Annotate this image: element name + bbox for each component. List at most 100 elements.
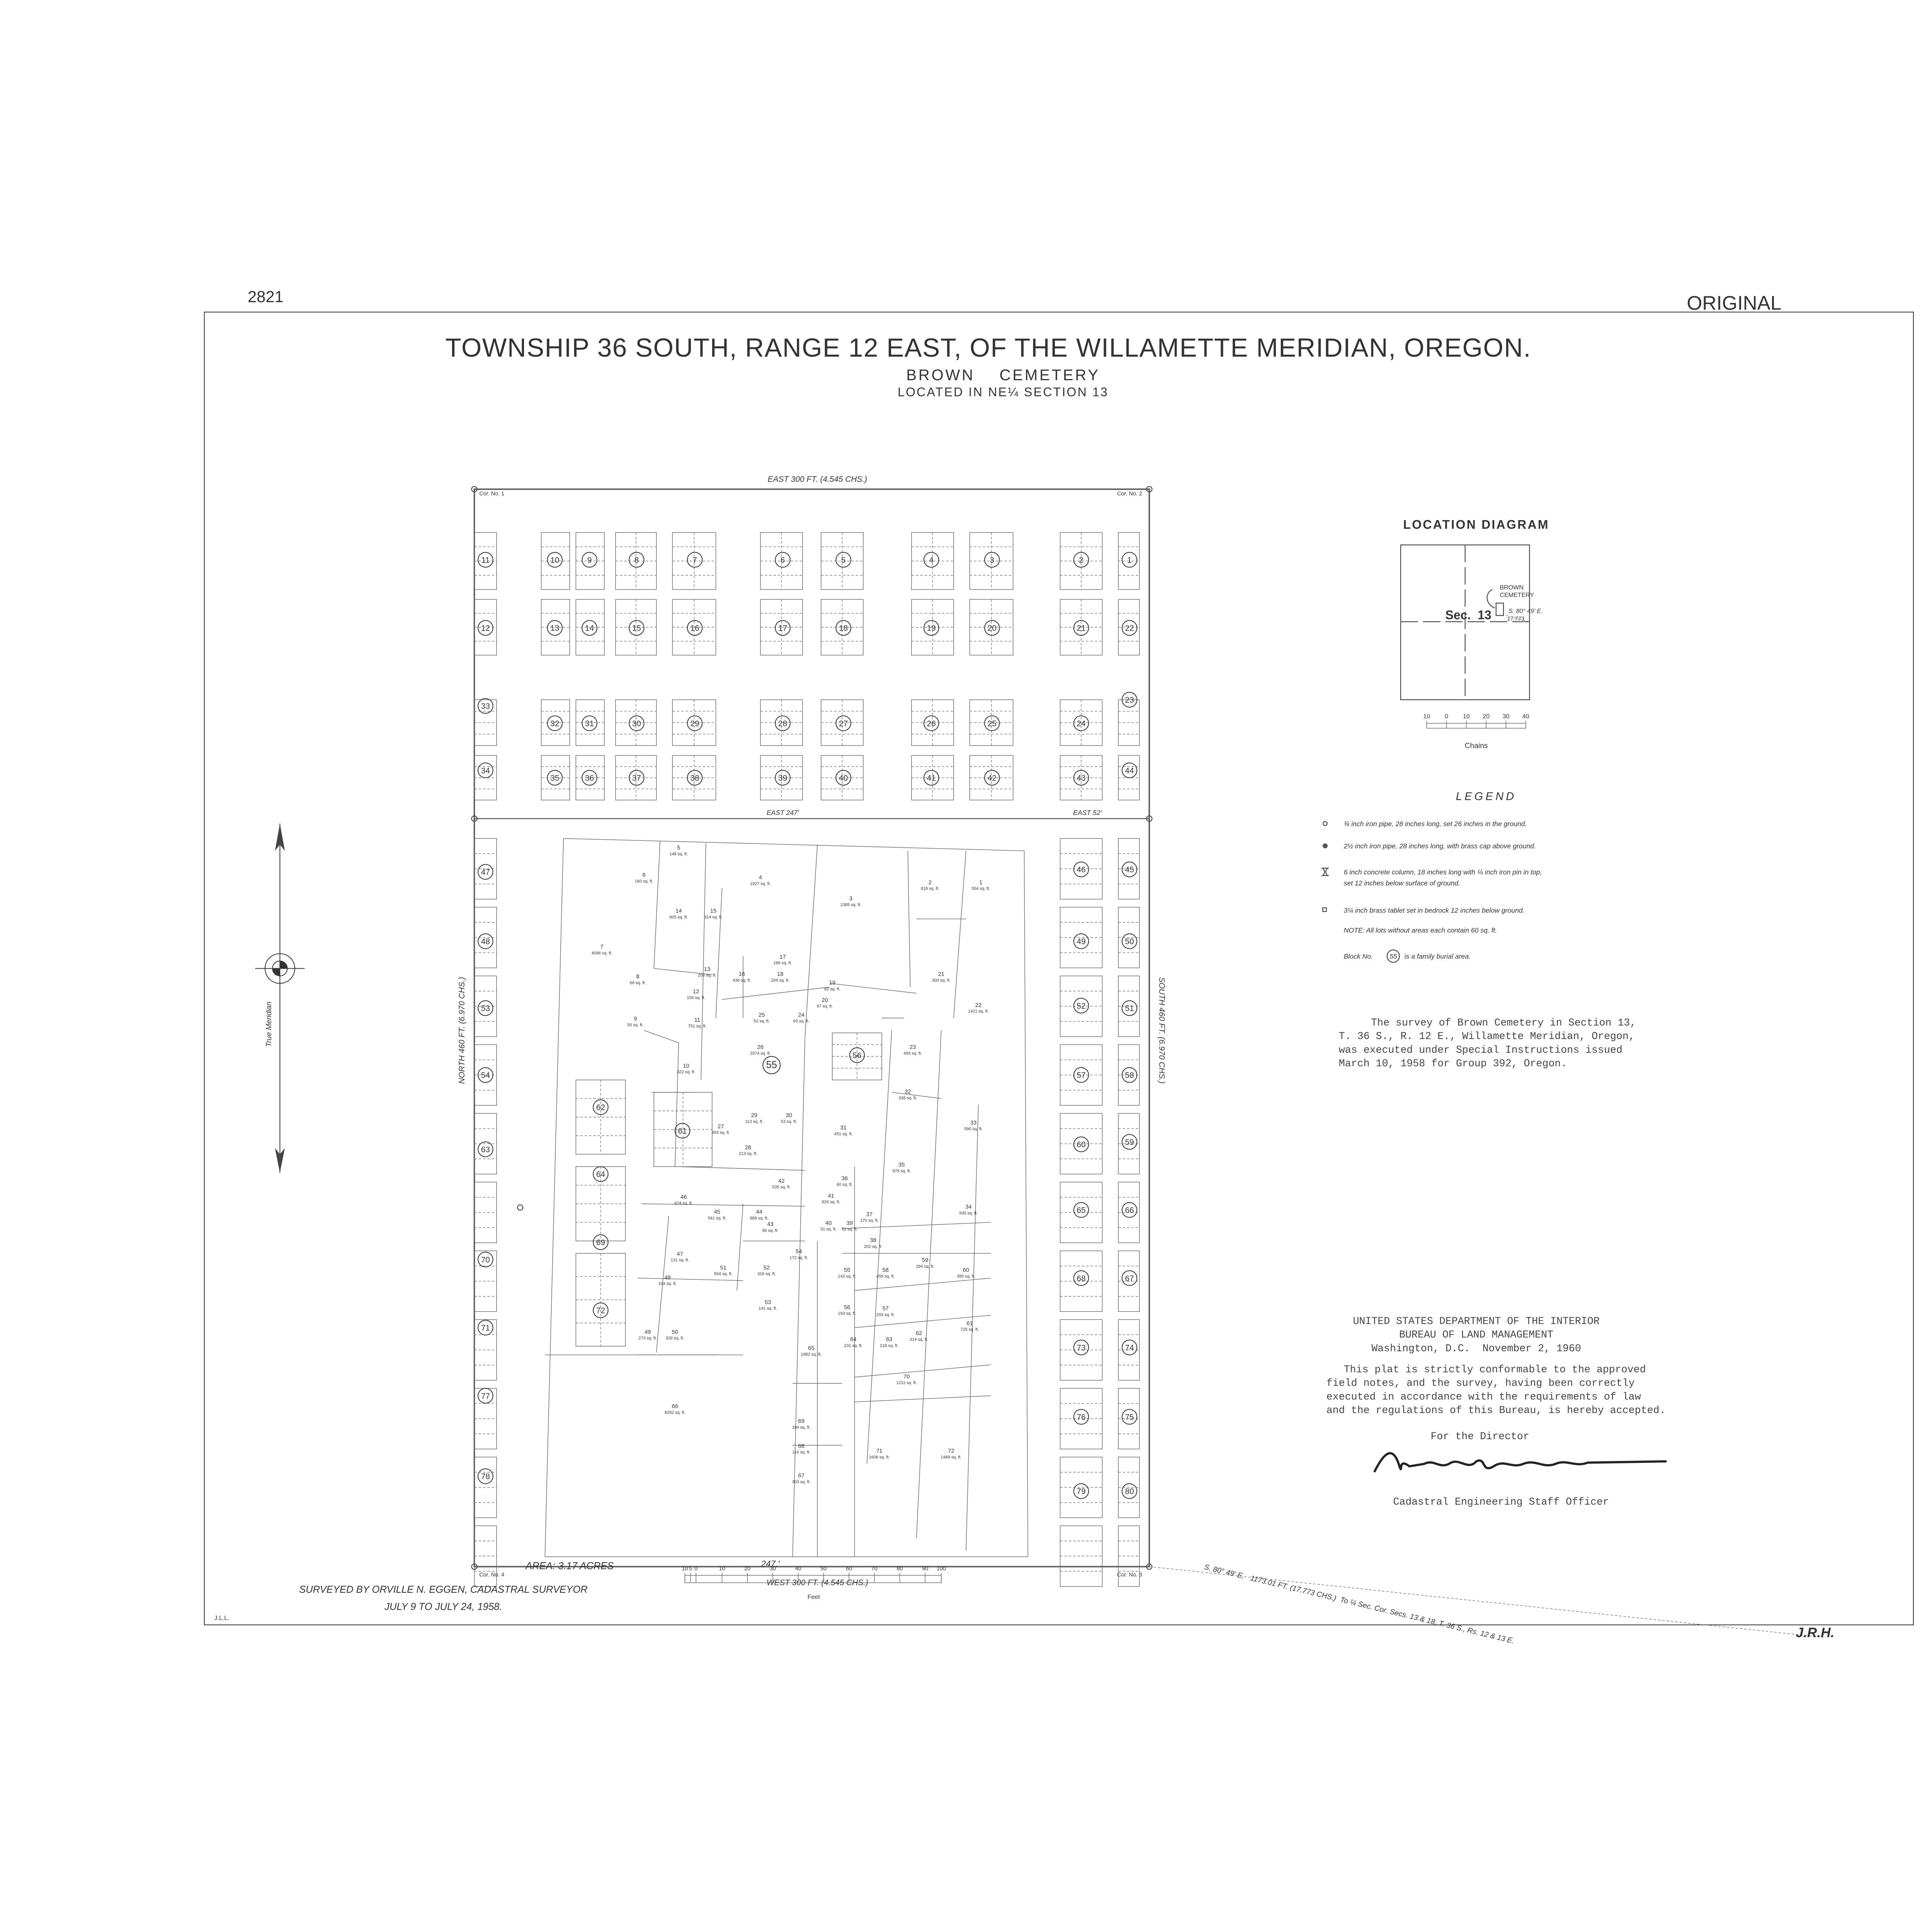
lot-number: 70: [903, 1374, 910, 1380]
block-19: 19: [923, 620, 939, 636]
block-number-circle: [1073, 1483, 1089, 1499]
block-70: 70: [478, 1252, 493, 1267]
lot-area: 322 sq. ft.: [677, 1070, 696, 1075]
approval-body-line: field notes, and the survey, having been…: [1327, 1378, 1635, 1389]
block-number: 44: [1125, 766, 1134, 775]
lot-area: 554 sq. ft.: [972, 886, 990, 891]
sheet-number: 2821: [248, 287, 284, 306]
block-number-circle: [674, 1122, 690, 1139]
lot-area: 143 sq. ft.: [838, 1274, 856, 1279]
lot-area: 2074 sq. ft.: [750, 1051, 771, 1056]
block-number: 47: [481, 868, 490, 877]
lot-area: 113 sq. ft.: [745, 1119, 763, 1124]
block-number-circle: [478, 1388, 493, 1404]
block-30: 30: [629, 715, 645, 731]
block-62: 62: [593, 1099, 609, 1115]
block-11: 11: [478, 552, 493, 568]
lot-area: 326 sq. ft.: [666, 1336, 684, 1341]
block-number: 68: [1077, 1274, 1085, 1283]
block-5: 5: [835, 552, 852, 568]
block-number-circle: [923, 770, 939, 786]
block-32: 32: [547, 715, 563, 731]
block-41: 41: [923, 770, 939, 786]
block-number: 28: [778, 719, 787, 728]
block-48: 48: [478, 933, 493, 949]
block-number: 35: [550, 774, 559, 783]
corner-monument-icon: [517, 1204, 524, 1211]
lot-number: 48: [664, 1275, 670, 1281]
lot-area: 905 sq. ft.: [670, 915, 688, 920]
for-director: For the Director: [1430, 1430, 1529, 1442]
block-44: 44: [1121, 762, 1138, 778]
lot-number: 24: [798, 1012, 804, 1018]
block-number: 4: [929, 556, 934, 565]
block-68: 68: [1073, 1270, 1089, 1286]
block-1: 1: [1121, 552, 1138, 568]
lot-number: 19: [829, 980, 835, 986]
block-number-circle: [593, 1099, 609, 1115]
block-54: 54: [478, 1067, 493, 1083]
brass-cap-icon: [1323, 843, 1328, 849]
block-number: 70: [481, 1255, 490, 1264]
lot-number: 11: [694, 1017, 700, 1023]
place-date: Washington, D.C. November 2, 1960: [1371, 1343, 1581, 1354]
lot-number: 53: [765, 1299, 771, 1306]
block-number: 36: [585, 774, 594, 783]
block-78: 78: [478, 1468, 493, 1484]
lot-area: 314 sq. ft.: [910, 1337, 928, 1342]
lot-number: 57: [882, 1306, 888, 1312]
lot-number: 2: [929, 879, 932, 886]
block-number-circle: [687, 620, 703, 636]
block-number-circle: [547, 715, 563, 731]
block-10: 10: [547, 552, 563, 568]
block-number-circle: [984, 620, 1000, 636]
corner-monument-icon: [471, 1563, 478, 1570]
lot-boundary-line: [563, 838, 1024, 851]
block-number-circle: [1073, 552, 1089, 568]
block-79: 79: [1073, 1483, 1089, 1499]
block-number-circle: [1121, 1483, 1138, 1499]
lot-number: 62: [916, 1330, 922, 1337]
block-number: 53: [481, 1004, 490, 1013]
scale-tick-label: 100: [937, 1566, 946, 1572]
block-55: 55: [762, 1056, 781, 1074]
lot-area: 1211 sq. ft.: [896, 1381, 917, 1385]
corner-4: Cor. No. 4: [479, 1572, 504, 1578]
survey-note: The survey of Brown Cemetery in Section …: [1339, 1017, 1636, 1070]
block-number-circle: [923, 552, 939, 568]
lot-area: 172 sq. ft.: [789, 1255, 808, 1260]
scale-tick-label: 10: [719, 1566, 725, 1572]
lot-number: 3: [849, 896, 852, 902]
lot-area: 53 sq. ft.: [781, 1119, 797, 1124]
block-45: 45: [1121, 861, 1138, 878]
block-number-circle: [478, 698, 493, 714]
lot-boundary-line: [638, 1277, 743, 1281]
lot-number: 71: [876, 1448, 882, 1454]
road-west-label: EAST 247': [767, 809, 799, 816]
lot-number: 13: [704, 966, 710, 973]
lot-area: 541 sq. ft.: [708, 1216, 726, 1221]
block-29: 29: [687, 715, 703, 731]
legend-item-3: 6 inch concrete column, 18 inches long w…: [1344, 868, 1542, 876]
block-number-circle: [923, 620, 939, 636]
corner-monument-icon: [471, 815, 478, 822]
lot-area: 231 sq. ft.: [844, 1344, 862, 1348]
lot-number: 31: [840, 1125, 846, 1131]
block-number-circle: [835, 770, 852, 786]
lot-number: 55: [844, 1267, 850, 1274]
lot-area: 979 sq. ft.: [892, 1169, 911, 1173]
lot-area: 66 sq. ft.: [762, 1228, 779, 1233]
diagram-bearing: S. 80° 49' E.: [1509, 608, 1543, 615]
survey-info: AREA: 3.17 ACRES SURVEYED BY ORVILLE N. …: [299, 1561, 946, 1612]
block-number: 51: [1125, 1004, 1134, 1013]
